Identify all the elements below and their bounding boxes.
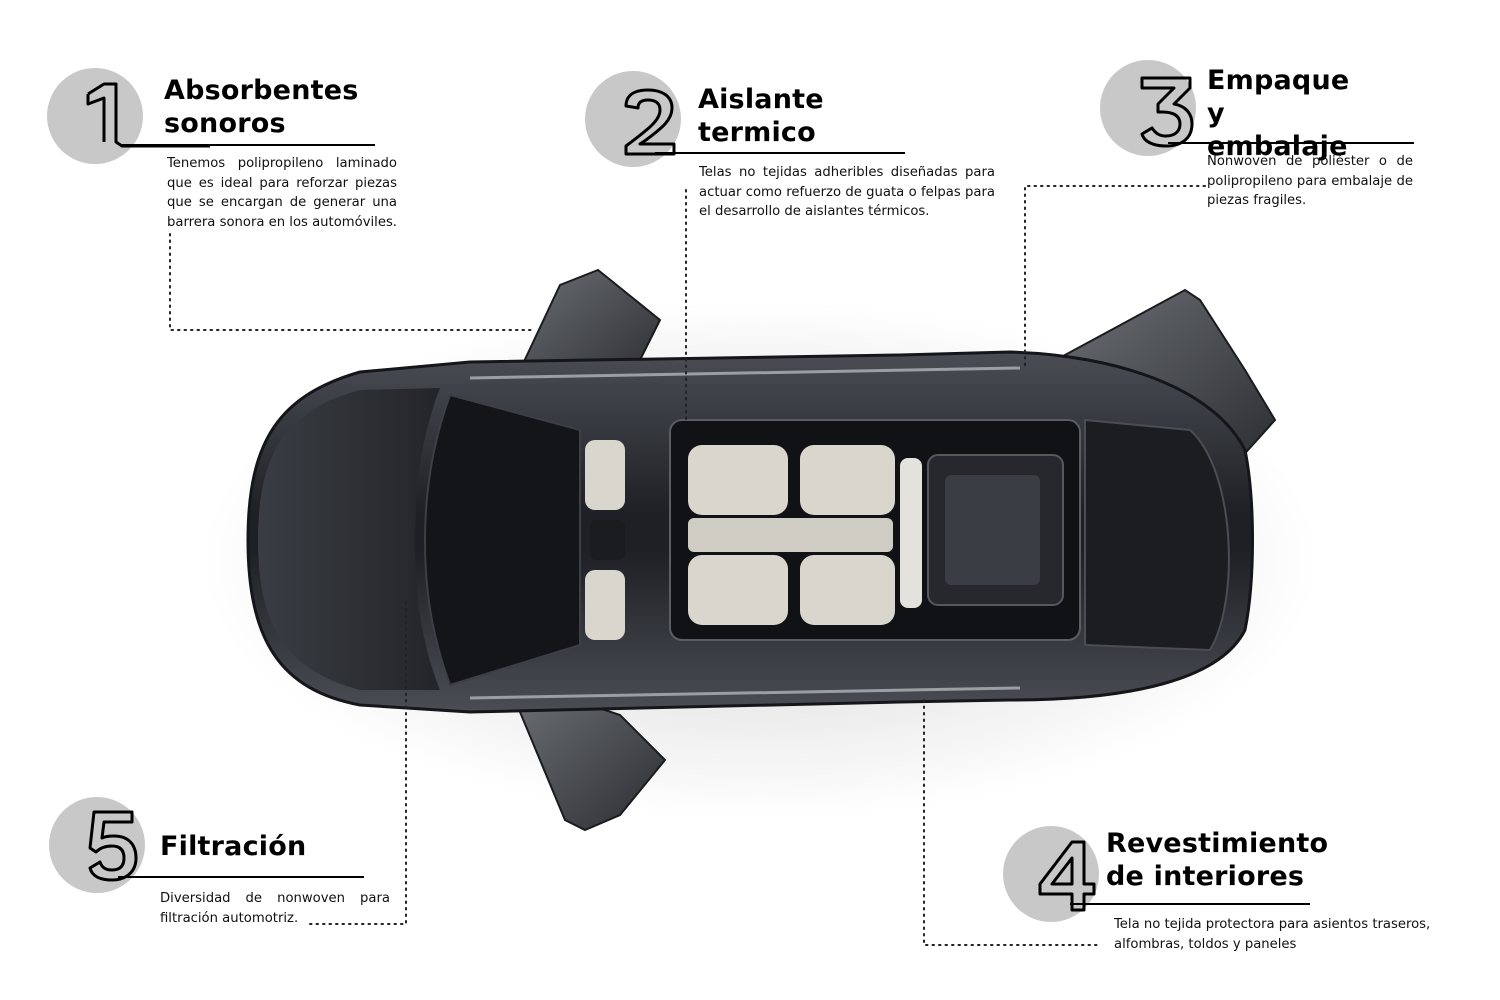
middle-seat-left: [688, 445, 788, 515]
callout-2-title: Aislante termico: [698, 83, 824, 149]
center-console: [590, 520, 625, 560]
number-2-outline: [624, 88, 676, 156]
callout-1-description: Tenemos polipropileno laminado que es id…: [167, 156, 398, 230]
number-4-outline: [1038, 840, 1096, 912]
callout-1-title: Absorbentes sonoros: [164, 74, 359, 140]
callout-4-title-line-2: de interiores: [1106, 861, 1305, 892]
middle-seat-left-2: [800, 445, 895, 515]
front-seat-right: [585, 570, 625, 640]
number-circle-2: [585, 71, 681, 167]
callout-3-title-line-2: embalaje: [1207, 131, 1348, 162]
number-3-outline: [1140, 76, 1194, 148]
windshield: [423, 393, 581, 687]
number-5-outline: [88, 810, 138, 882]
front-seat-left: [585, 440, 625, 510]
title-underline-2: [655, 152, 905, 154]
roof-rail-bottom: [469, 686, 1021, 700]
callout-3-description: Nonwoven de poliéster o de polipropileno…: [1207, 154, 1413, 208]
title-underline-1: [120, 144, 375, 146]
callout-4-title-line-1: Revestimiento: [1106, 828, 1329, 859]
callout-1-title-line-1: Absorbentes: [164, 75, 359, 106]
number-1-outline: [86, 82, 210, 148]
callout-2-title-line-2: termico: [698, 117, 816, 148]
callout-5-title: Filtración: [160, 830, 306, 863]
cargo-detail: [945, 475, 1040, 585]
callout-3-title-line-1: Empaque y: [1207, 65, 1350, 129]
title-underline-3: [1168, 142, 1414, 144]
callout-5-title-line-1: Filtración: [160, 831, 307, 862]
callout-3-title: Empaque y embalaje: [1207, 64, 1349, 163]
rear-bench-back: [900, 458, 922, 608]
title-underline-5: [118, 876, 364, 878]
callout-4-title: Revestimiento de interiores: [1106, 827, 1328, 893]
callout-2-description: Telas no tejidas adheribles diseñadas pa…: [699, 165, 995, 219]
callout-5-description: Diversidad de nonwoven para filtración a…: [160, 891, 390, 926]
number-circle-1: [47, 68, 143, 164]
roof-rail-top: [469, 366, 1021, 380]
rear-trunk: [1084, 418, 1230, 652]
callout-2-title-line-1: Aislante: [698, 84, 824, 115]
callout-1-title-line-2: sonoros: [164, 108, 286, 139]
seat-aisle: [688, 518, 893, 552]
middle-seat-right: [688, 555, 788, 625]
callout-4-description: Tela no tejida protectora para asientos …: [1114, 917, 1431, 952]
title-underline-4: [1070, 903, 1310, 905]
middle-seat-right-2: [800, 555, 895, 625]
